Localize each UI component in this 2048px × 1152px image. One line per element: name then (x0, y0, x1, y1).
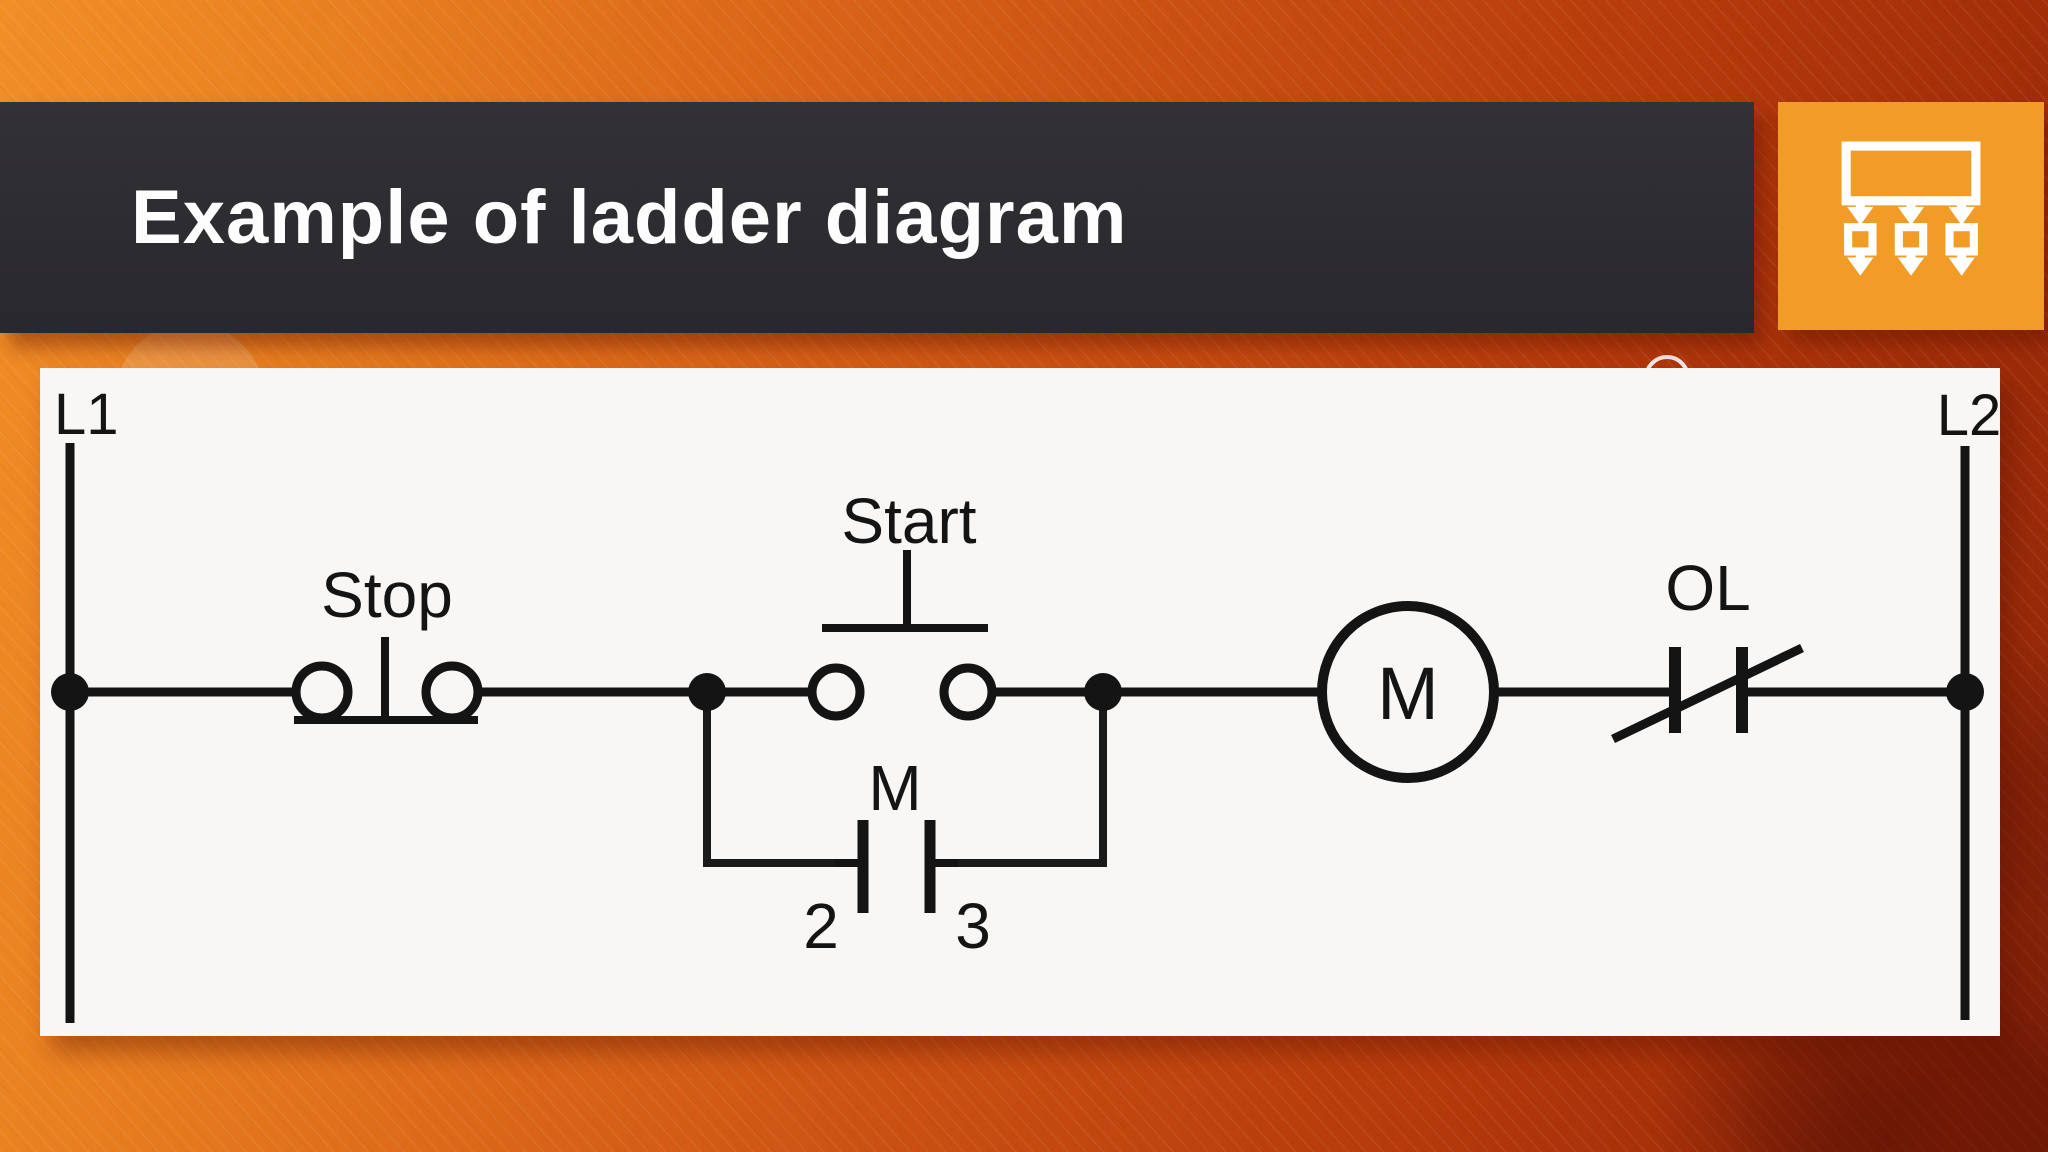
overload-label: OL (1665, 552, 1750, 624)
ladder-diagram-panel: L1 L2 Stop Start (40, 368, 2000, 1036)
seal-terminal-3: 3 (955, 890, 991, 962)
stop-label: Stop (321, 559, 453, 631)
stop-pushbutton: Stop (291, 559, 483, 724)
seal-in-branch: M 2 3 (703, 692, 1107, 962)
coil-label: M (1377, 652, 1439, 735)
left-rail-label: L1 (54, 382, 119, 447)
title-bar: Example of ladder diagram (0, 102, 1754, 333)
start-contact-left (807, 663, 865, 721)
org-chart-icon (1841, 141, 1981, 276)
seal-contact-label: M (868, 752, 921, 824)
motor-coil: M (1317, 601, 1499, 783)
stop-contact-left (291, 661, 353, 723)
stop-contact-right (421, 661, 483, 723)
start-pushbutton: Start (807, 485, 997, 721)
right-rail-label: L2 (1937, 383, 2000, 448)
seal-terminal-2: 2 (803, 890, 839, 962)
start-label: Start (841, 485, 976, 557)
org-chart-icon-tile (1778, 102, 2044, 330)
overload-contact: OL (1611, 552, 1804, 744)
overload-slash (1611, 643, 1804, 744)
start-contact-right (939, 663, 997, 721)
slide-title: Example of ladder diagram (131, 175, 1128, 260)
coil-circle (1317, 601, 1499, 783)
ladder-diagram: L1 L2 Stop Start (51, 382, 2000, 1023)
junction-dots (51, 673, 1984, 711)
